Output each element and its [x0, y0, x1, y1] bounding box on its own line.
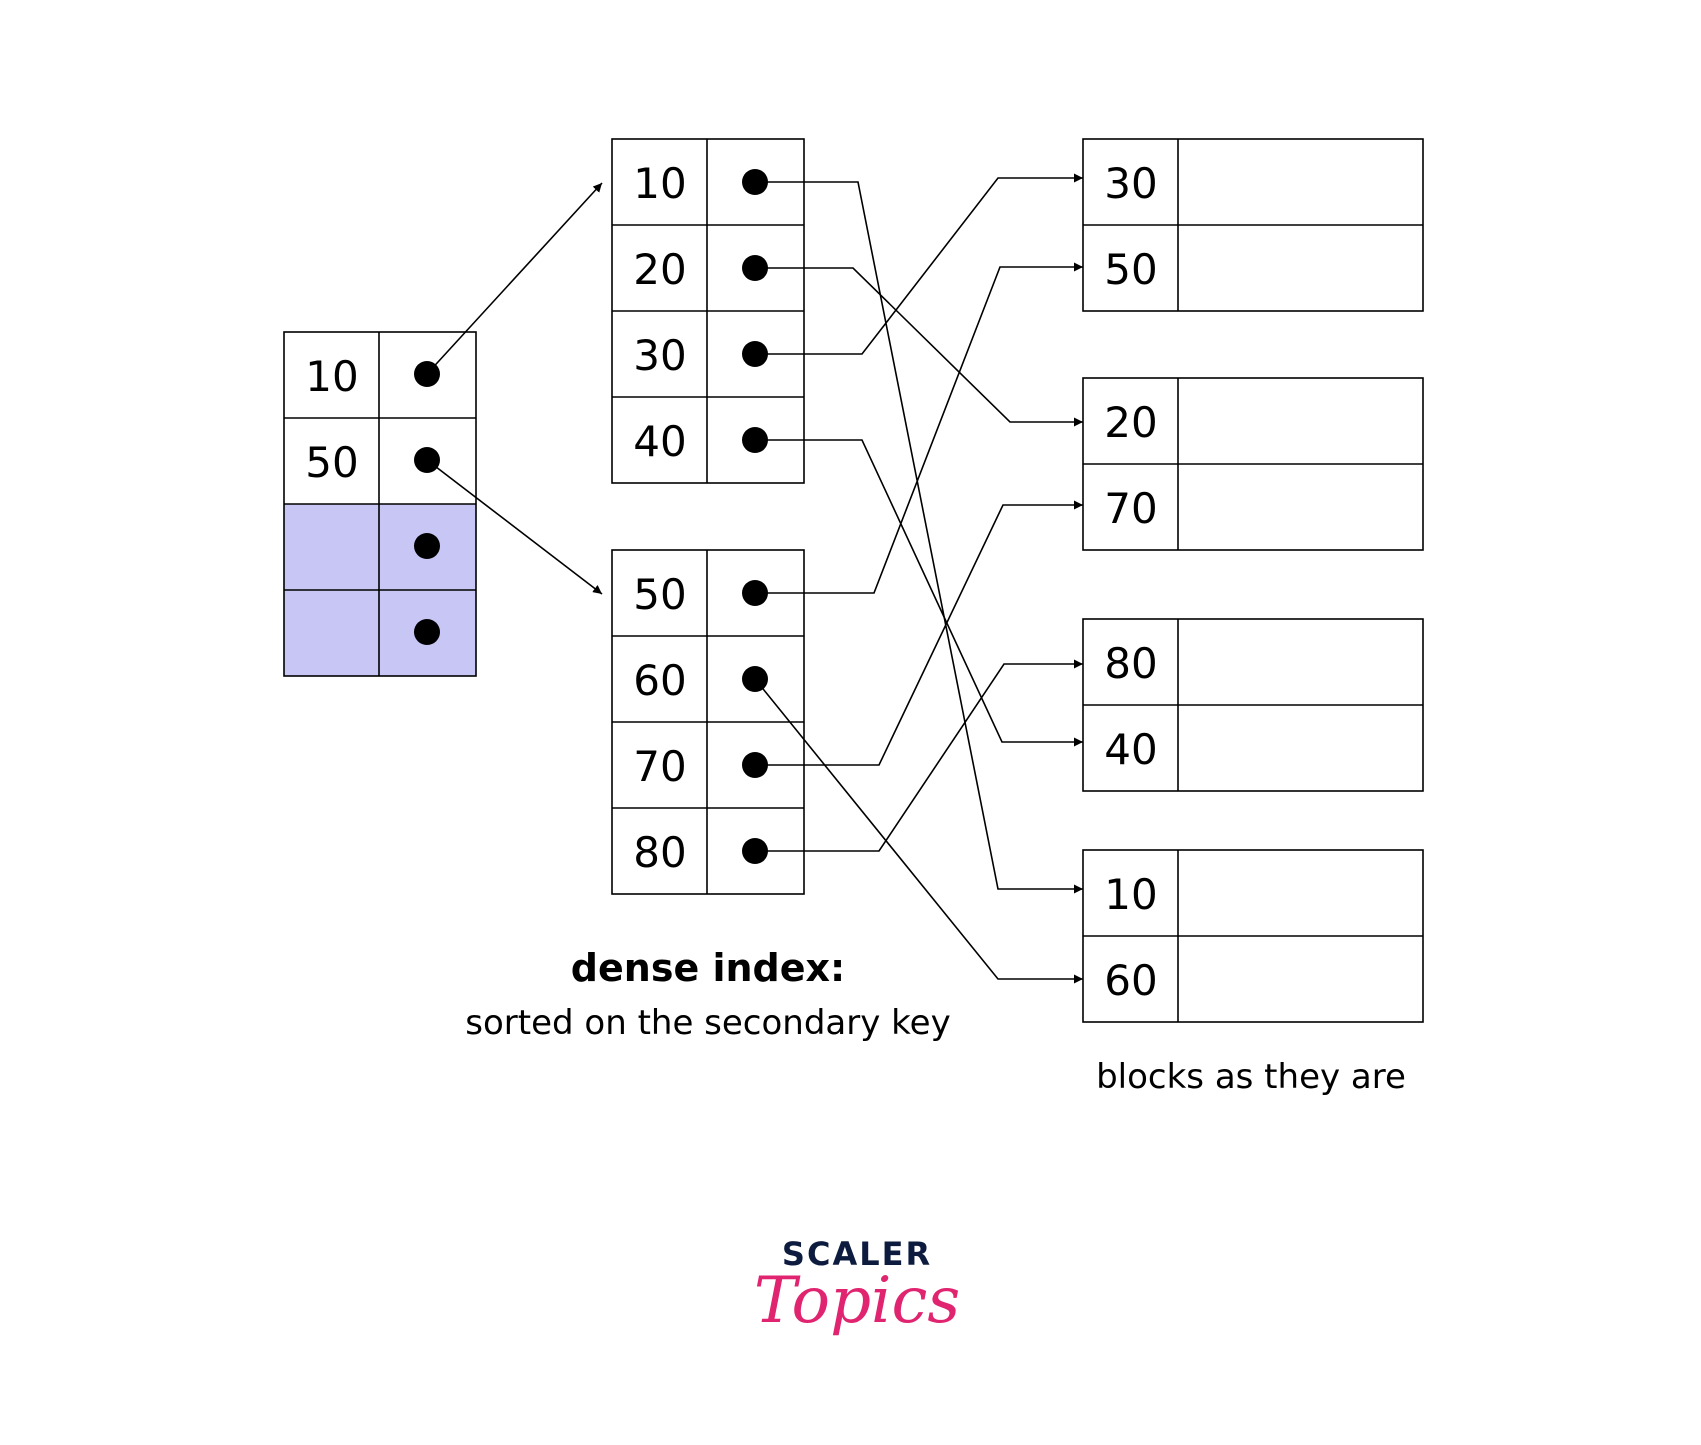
sparse-row-bg — [284, 418, 476, 504]
pointer-dot — [414, 533, 440, 559]
record-key: 50 — [1104, 245, 1157, 294]
dense-index-block-b: 50 60 70 80 — [611, 549, 805, 895]
pointer-dot — [414, 619, 440, 645]
record-key: 80 — [1104, 639, 1157, 688]
dense-key: 20 — [633, 245, 686, 294]
record-key: 40 — [1104, 725, 1157, 774]
dense-key: 30 — [633, 331, 686, 380]
arrow-dense-60 — [754, 678, 1083, 984]
arrow-dense-50 — [755, 262, 1083, 594]
arrow-dense-20 — [755, 267, 1083, 427]
dense-key: 50 — [633, 570, 686, 619]
data-block-2: 20 70 — [1082, 377, 1424, 551]
arrow-dense-30 — [755, 173, 1083, 355]
sparse-row-bg-unused — [284, 590, 476, 676]
sparse-key: 10 — [305, 352, 358, 401]
logo-top-text: SCALER — [782, 1235, 932, 1273]
record-key: 20 — [1104, 398, 1157, 447]
dense-index-block-a: 10 20 30 40 — [611, 138, 805, 484]
data-block-4: 10 60 — [1082, 849, 1424, 1023]
arrow-sparse-10 — [426, 182, 603, 375]
dense-index-title: dense index: — [571, 946, 845, 990]
arrow-dense-10 — [755, 181, 1083, 894]
dense-key: 80 — [633, 828, 686, 877]
scaler-topics-logo: SCALER Topics — [754, 1235, 960, 1338]
record-key: 70 — [1104, 484, 1157, 533]
sparse-key: 50 — [305, 438, 358, 487]
arrow-dense-40 — [755, 439, 1083, 747]
dense-key: 60 — [633, 656, 686, 705]
dense-index-subtitle: sorted on the secondary key — [465, 1003, 950, 1043]
data-block-3: 80 40 — [1082, 618, 1424, 792]
blocks-caption: blocks as they are — [1096, 1057, 1406, 1097]
sparse-index: 10 50 — [283, 331, 477, 677]
record-key: 60 — [1104, 956, 1157, 1005]
dense-key: 70 — [633, 742, 686, 791]
logo-bottom-text: Topics — [754, 1264, 960, 1338]
arrow-dense-80 — [755, 659, 1083, 852]
arrow-dense-70 — [755, 500, 1083, 766]
record-key: 10 — [1104, 870, 1157, 919]
arrow-sparse-50 — [426, 459, 603, 595]
dense-key: 10 — [633, 159, 686, 208]
sparse-row-bg — [284, 332, 476, 418]
pointer-arrows — [426, 173, 1083, 984]
data-block-1: 30 50 — [1082, 138, 1424, 312]
sparse-row-bg-unused — [284, 504, 476, 590]
dense-key: 40 — [633, 417, 686, 466]
record-key: 30 — [1104, 159, 1157, 208]
